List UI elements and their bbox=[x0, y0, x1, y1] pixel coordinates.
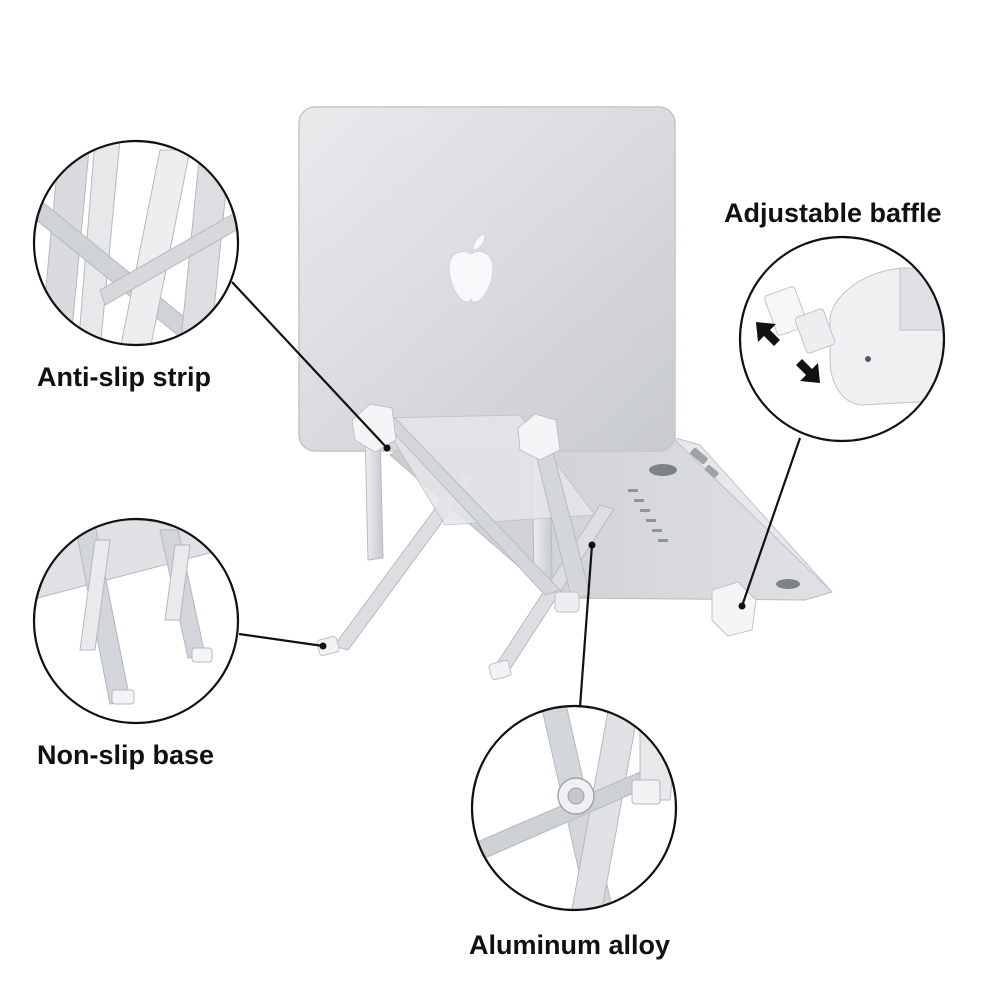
detail-circle-non-slip bbox=[32, 517, 240, 725]
apple-logo-icon bbox=[448, 233, 494, 303]
label-non-slip-base: Non-slip base bbox=[37, 740, 215, 770]
leader-lines bbox=[231, 281, 802, 708]
leader-dots bbox=[319, 444, 746, 650]
detail-circle-baffle bbox=[738, 235, 946, 443]
laptop-stand bbox=[316, 403, 757, 681]
label-anti-slip-strip: Anti-slip strip bbox=[37, 362, 211, 392]
detail-circle-anti-slip bbox=[32, 139, 240, 347]
label-adjustable-baffle: Adjustable baffle bbox=[724, 198, 942, 228]
double-arrow-icon bbox=[756, 322, 820, 383]
laptop-lid bbox=[298, 106, 676, 452]
detail-circle-aluminum bbox=[470, 704, 678, 912]
label-aluminum-alloy: Aluminum alloy bbox=[469, 930, 671, 960]
